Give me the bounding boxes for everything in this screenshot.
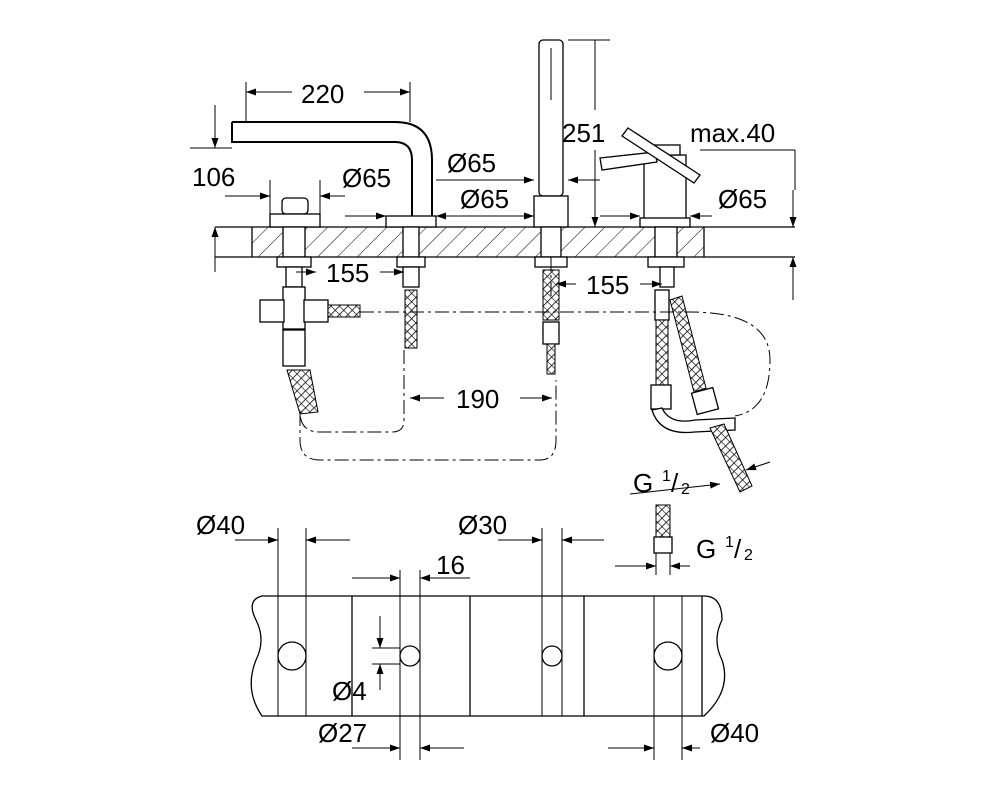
label-dia40-right: Ø40 [710, 718, 759, 748]
label-dia65-a: Ø65 [342, 163, 391, 193]
svg-text:2: 2 [681, 481, 690, 498]
label-190: 190 [456, 384, 499, 414]
label-155-left: 155 [326, 258, 369, 288]
svg-text:1: 1 [725, 534, 734, 551]
label-dia27: Ø27 [318, 718, 367, 748]
mixer-assembly [599, 127, 753, 493]
thread-label-top: G 1 / 2 [633, 468, 690, 498]
dimension-lines-top [190, 39, 796, 495]
label-max40: max.40 [690, 118, 775, 148]
label-155-right: 155 [586, 270, 629, 300]
thread-label-bottom: G 1 / 2 [696, 534, 753, 564]
connection-paths [299, 257, 771, 461]
deck-section [211, 190, 797, 300]
label-16: 16 [436, 550, 465, 580]
label-dia40-left: Ø40 [196, 510, 245, 540]
label-dia4: Ø4 [332, 676, 367, 706]
label-dia65-d: Ø65 [718, 184, 767, 214]
label-251: 251 [562, 118, 605, 148]
svg-text:1: 1 [662, 468, 671, 485]
hand-shower-assembly [533, 39, 569, 375]
label-106: 106 [192, 162, 235, 192]
label-220: 220 [301, 79, 344, 109]
svg-text:G: G [696, 534, 716, 564]
spout-assembly [231, 121, 437, 349]
dimension-labels: 220 106 Ø65 Ø65 Ø65 251 max.40 Ø65 155 1… [192, 79, 775, 748]
hole-layout [235, 504, 726, 760]
label-dia30: Ø30 [458, 510, 507, 540]
svg-text:2: 2 [744, 547, 753, 564]
svg-text:/: / [734, 534, 742, 564]
label-dia65-b: Ø65 [447, 148, 496, 178]
svg-text:G: G [633, 468, 653, 498]
label-dia65-c: Ø65 [460, 184, 509, 214]
svg-text:/: / [671, 468, 679, 498]
